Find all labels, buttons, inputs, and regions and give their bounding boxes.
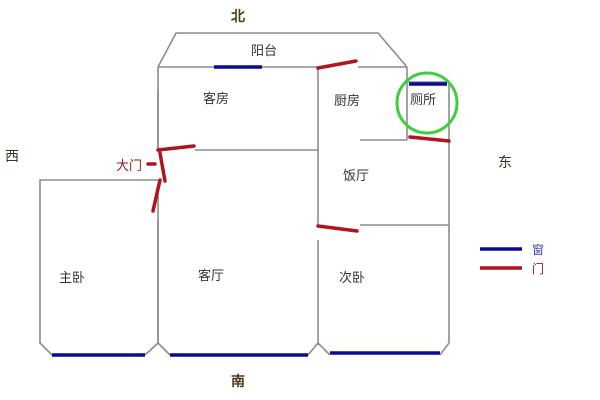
toilet-highlight-circle [395,71,459,135]
room-label-master-bedroom: 主卧 [59,271,86,286]
room-label-living-room: 客厅 [198,269,225,284]
direction-west: 西 [5,149,19,165]
legend-door-label: 门 [532,262,545,276]
door-kitchen [316,59,358,70]
south-wall-corners [144,341,450,356]
room-label-dining-room: 饭厅 [343,169,370,184]
direction-north: 北 [231,9,245,25]
direction-east: 东 [498,155,512,171]
main-door-label: 大门 [116,159,143,174]
windows [52,65,447,357]
door-toilet [408,135,451,143]
balcony-outline [157,32,408,68]
room-label-guest-room: 客房 [203,92,230,107]
door-guest-room [156,144,196,152]
room-label-kitchen: 厨房 [334,94,361,109]
room-label-second-bedroom: 次卧 [339,271,366,286]
guest-room-walls [157,66,319,151]
master-bedroom-walls [39,179,159,356]
legend-window-label: 窗 [532,243,545,257]
door-main-lower [151,178,162,213]
doors [146,59,451,233]
room-label-balcony: 阳台 [251,44,278,59]
direction-south: 南 [231,374,245,390]
room-label-toilet: 厕所 [410,93,437,108]
door-second-bedroom [316,224,359,233]
door-main-upper [158,151,167,183]
